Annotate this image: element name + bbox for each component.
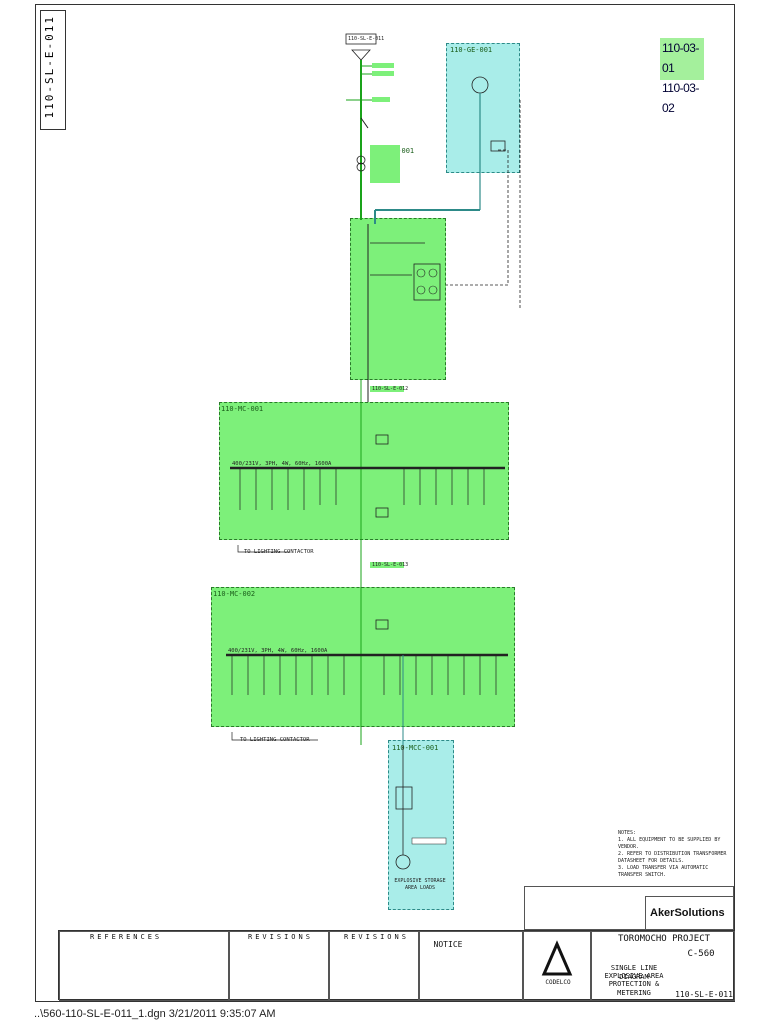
file-path-footer: ..\560-110-SL-E-011_1.dgn 3/21/2011 9:35…: [34, 1008, 276, 1020]
bottom-feeder-label: 110-MCC-001: [392, 744, 439, 752]
generator-relay-box: [490, 140, 506, 152]
bottom-load-label: EXPLOSIVE STORAGE AREA LOADS: [394, 878, 446, 891]
references-header: REFERENCES: [90, 933, 163, 941]
notice-title: NOTICE: [433, 940, 463, 949]
note-1: 1. ALL EQUIPMENT TO BE SUPPLIED BY VENDO…: [618, 837, 721, 850]
company-name: AkerSolutions: [650, 907, 725, 919]
title-line-1: SINGLE LINE DIAGRAM: [610, 964, 658, 981]
client-logo-icon: [541, 940, 573, 976]
approval-box: [524, 886, 734, 930]
switchgear-1-label: 110-MC-001: [221, 405, 264, 413]
project-section: TOROMOCHO PROJECT C-560 SINGLE LINE DIAG…: [591, 931, 735, 1001]
switchgear-2-feeders: [231, 655, 497, 695]
notice-section: NOTICE: [419, 931, 523, 1001]
note-2: 2. REFER TO DISTRIBUTION TRANSFORMER DAT…: [618, 851, 727, 864]
generator-icon: [471, 76, 489, 94]
project-name: TOROMOCHO PROJECT: [617, 934, 711, 944]
job-number: C-560: [687, 949, 715, 959]
switchgear-1-feeders: [239, 468, 485, 510]
lighting-note-2: TO LIGHTING CONTACTOR: [240, 737, 310, 743]
incoming-arrow-icon: [351, 49, 371, 61]
title-line-2: EXPLOSIVE AREA: [604, 972, 664, 980]
references-section: REFERENCES: [59, 931, 229, 1001]
tie-ref-1[interactable]: 110-SL-E-012: [372, 386, 409, 392]
client-name: CODELCO: [545, 979, 571, 986]
sheet-side-tag: 110-SL-E-011: [40, 10, 66, 130]
incoming-tag-box: [345, 33, 377, 45]
drawing-number: 110-SL-E-011: [675, 990, 733, 999]
revisions-header-2: REVISIONS: [344, 933, 409, 941]
bottom-feeder-zone[interactable]: [388, 740, 454, 910]
note-3: 3. LOAD TRANSFER VIA AUTOMATIC TRANSFER …: [618, 865, 709, 878]
revisions-header: REVISIONS: [248, 933, 313, 941]
client-logo-section: CODELCO: [523, 931, 591, 1001]
sheet-reference-box: 110-03-01 110-03-02: [660, 38, 704, 115]
busbar-1-label: 400/231V, 3PH, 4W, 60Hz, 1600A: [232, 461, 332, 467]
switchgear-2-label: 110-MC-002: [213, 590, 256, 598]
generator-panel-label: 110-GE-001: [450, 46, 493, 54]
notes-heading: NOTES:: [618, 830, 637, 836]
lighting-note-1: TO LIGHTING CONTACTOR: [244, 549, 314, 555]
meter-panel-box: [413, 263, 441, 301]
sheet-ref-2[interactable]: 110-03-02: [662, 81, 699, 115]
busbar-2-label: 400/231V, 3PH, 4W, 60Hz, 1600A: [228, 648, 328, 654]
vfd-box: [395, 786, 413, 810]
incoming-tag-text: 110-SL-E-011: [348, 36, 385, 42]
company-logo-box: AkerSolutions: [645, 896, 734, 930]
tie-ref-2[interactable]: 110-SL-E-013: [372, 562, 409, 568]
transformer-icon: [356, 155, 366, 165]
revisions-section-2: REVISIONS: [329, 931, 419, 1001]
title-block: REFERENCES REVISIONS REVISIONS NOTICE CO…: [58, 930, 735, 1001]
notes-block: NOTES: 1. ALL EQUIPMENT TO BE SUPPLIED B…: [618, 830, 728, 879]
title-line-3: PROTECTION & METERING: [608, 980, 660, 997]
switchgear-1-zone[interactable]: [219, 402, 509, 540]
incomer-breaker-icon: [360, 117, 369, 129]
sheet-ref-1[interactable]: 110-03-01: [662, 41, 699, 75]
transformer-panel-zone[interactable]: [350, 218, 446, 380]
drawing-sheet: [35, 4, 735, 1002]
revisions-section: REVISIONS: [229, 931, 329, 1001]
motor-icon: [395, 854, 411, 870]
